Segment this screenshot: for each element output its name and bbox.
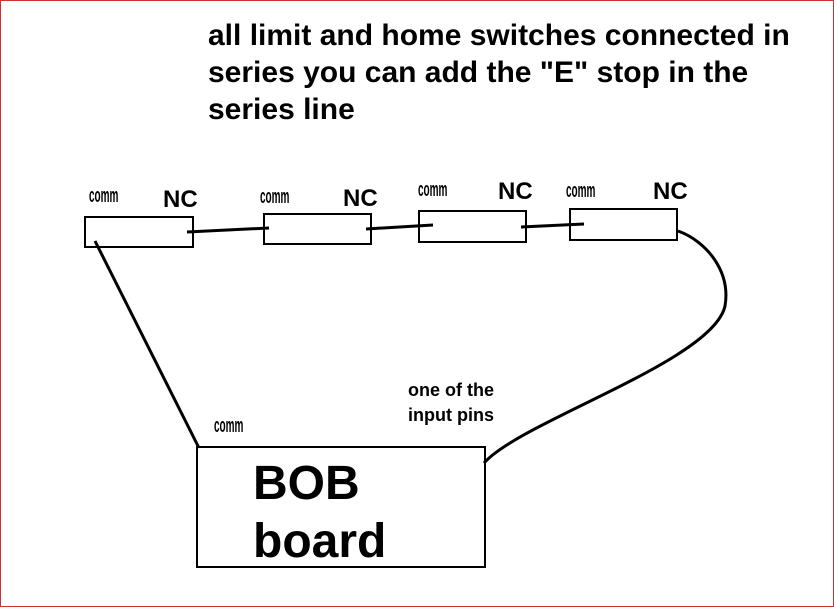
- switch-1-comm-label: comm: [89, 185, 119, 207]
- wire-switch2-switch3: [365, 223, 434, 231]
- wire-switch4-to-board-input: [482, 229, 728, 464]
- switch-2-box: [263, 213, 372, 245]
- switch-3-comm-label: comm: [418, 179, 448, 201]
- switch-2-nc-label: NC: [343, 185, 378, 212]
- switch-4-box: [569, 208, 678, 241]
- wire-switch1-switch2: [186, 226, 270, 234]
- switch-3-box: [418, 210, 527, 243]
- switch-4-nc-label: NC: [653, 178, 688, 205]
- switch-2-comm-label: comm: [260, 186, 290, 208]
- bob-board-label: BOB board: [253, 457, 387, 568]
- input-pins-note: one of the input pins: [408, 380, 494, 425]
- wire-switch3-switch4: [520, 222, 585, 229]
- wire-switch1-to-board-comm: [93, 240, 201, 449]
- diagram-title: all limit and home switches connected in…: [208, 19, 790, 126]
- switch-3-nc-label: NC: [498, 178, 533, 205]
- board-comm-label: comm: [214, 415, 244, 437]
- switch-1-nc-label: NC: [163, 186, 198, 213]
- switch-4-comm-label: comm: [566, 180, 596, 202]
- bob-board-box: [196, 446, 486, 568]
- switch-1-box: [84, 216, 194, 248]
